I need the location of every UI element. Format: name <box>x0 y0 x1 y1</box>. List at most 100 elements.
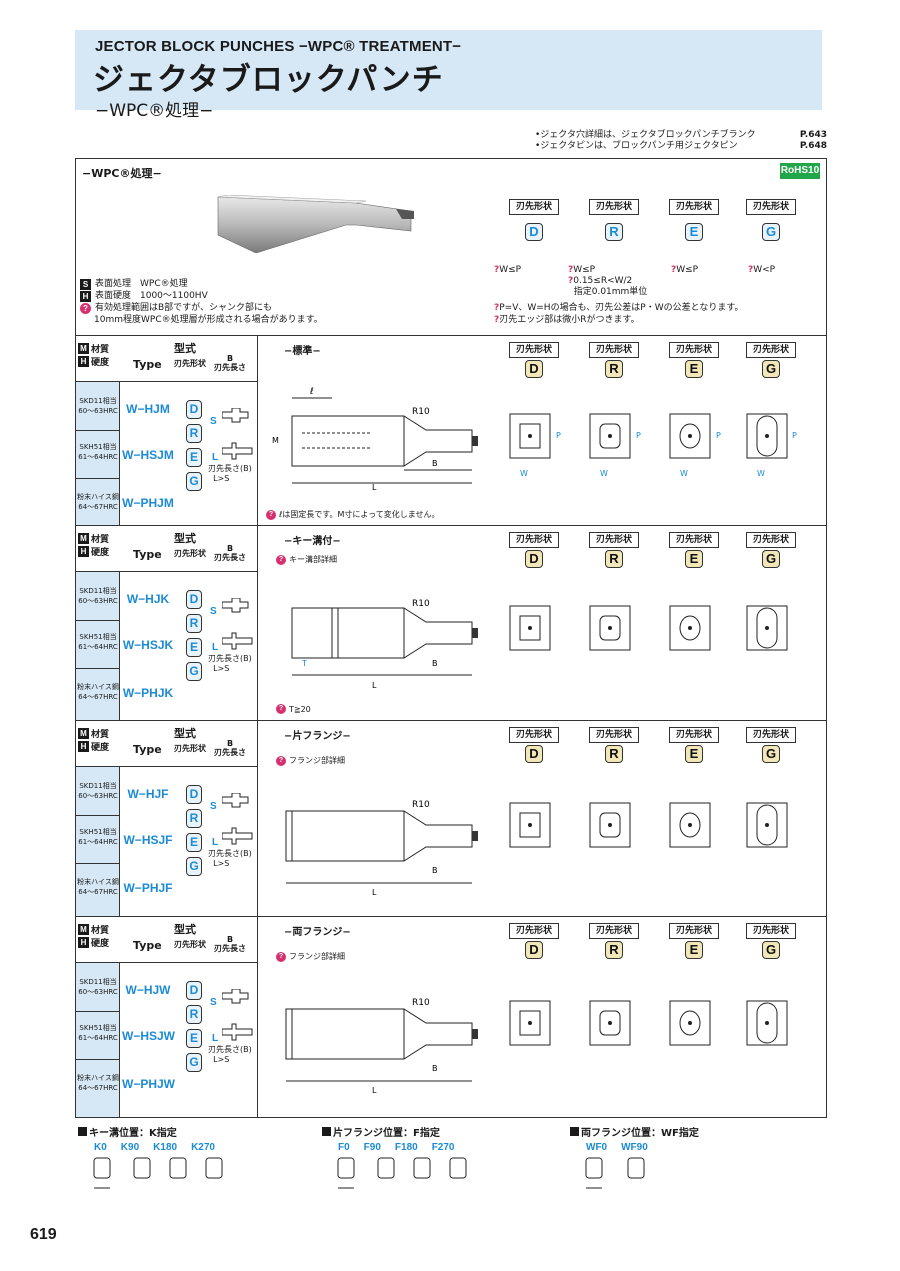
shape-e: E <box>186 448 202 467</box>
hint-icon: ? <box>80 303 91 314</box>
hint-icon: ? <box>276 755 286 766</box>
h-icon: H <box>78 546 89 557</box>
svg-text:R10: R10 <box>412 599 430 609</box>
svg-text:W: W <box>600 469 608 478</box>
svg-text:M: M <box>272 436 279 445</box>
page-ref-link[interactable]: P.643 <box>799 130 827 140</box>
double-flange-position: 両フランジ位置：WF指定 WF0 WF90 <box>570 1124 699 1189</box>
product-photo <box>217 195 414 253</box>
shape-d: D <box>525 223 543 241</box>
punch-drawing: R10 B L <box>285 800 478 897</box>
svg-text:W: W <box>520 469 528 478</box>
hint-icon: ? <box>266 509 276 520</box>
code-k180[interactable]: K180 <box>153 1142 178 1153</box>
type-w-hsjf[interactable]: W−HSJF <box>123 833 173 847</box>
subtitle: −WPC®処理− <box>95 101 214 121</box>
h-icon: H <box>78 356 89 367</box>
svg-text:R10: R10 <box>412 998 430 1008</box>
intro-title: −WPC®処理− <box>82 167 162 180</box>
hint-icon: ? <box>276 554 286 565</box>
type-w-hjm[interactable]: W−HJM <box>126 402 170 416</box>
shape-g: G <box>186 472 202 491</box>
code-f270[interactable]: F270 <box>431 1142 455 1153</box>
type-w-hsjk[interactable]: W−HSJK <box>122 638 174 652</box>
code-f180[interactable]: F180 <box>394 1142 418 1153</box>
hint-icon: ? <box>276 951 286 962</box>
type-w-phjm[interactable]: W−PHJM <box>122 496 174 510</box>
svg-text:L: L <box>372 483 377 492</box>
type-w-phjw[interactable]: W−PHJW <box>122 1077 176 1091</box>
cond-r: ?W≤P?0.15≤R<W/2 指定0.01mm単位 <box>568 265 648 297</box>
svg-text:W: W <box>757 469 765 478</box>
code-k270[interactable]: K270 <box>191 1142 215 1153</box>
shape-header-d: 刃先形状 <box>509 199 559 215</box>
svg-text:P: P <box>556 431 561 440</box>
type-w-phjk[interactable]: W−PHJK <box>122 686 174 700</box>
m-icon: M <box>78 533 89 544</box>
type-w-hjf[interactable]: W−HJF <box>127 787 169 801</box>
shape-header-e: 刃先形状 <box>669 199 719 215</box>
key-position: キー溝位置：K指定 K0 K90 K180 K270 <box>78 1124 223 1189</box>
code-f90[interactable]: F90 <box>363 1142 381 1153</box>
tolerance-note-1: ?P=V、W=Hの場合も、刃先公差はP・Wの公差となります。 <box>494 303 744 313</box>
fixed-length-note: ?ℓは固定長です。M寸によって変化しません。 <box>266 509 440 520</box>
type-w-hjk[interactable]: W−HJK <box>126 592 170 606</box>
code-k90[interactable]: K90 <box>120 1142 140 1153</box>
shape-header-r: 刃先形状 <box>589 199 639 215</box>
code-f0[interactable]: F0 <box>338 1142 350 1153</box>
type-w-phjf[interactable]: W−PHJF <box>123 881 173 895</box>
treatment-note-2: 10mm程度WPC®処理層が形成される場合があります。 <box>94 315 323 325</box>
svg-text:B: B <box>432 659 438 668</box>
tolerance-note-2: ?刃先エッジ部は微小Rがつきます。 <box>494 315 640 325</box>
m-icon: M <box>78 728 89 739</box>
svg-text:L: L <box>372 888 377 897</box>
shape-g: G <box>762 223 780 241</box>
code-wf0[interactable]: WF0 <box>586 1142 608 1153</box>
cond-g: ?W<P <box>748 265 776 275</box>
type-w-hsjw[interactable]: W−HSJW <box>122 1029 176 1043</box>
tip-length-icon <box>222 989 253 1041</box>
position-icons <box>585 1157 645 1189</box>
page-ref-link[interactable]: P.648 <box>799 141 827 151</box>
tip-shape-views <box>509 802 788 848</box>
svg-text:L: L <box>372 1086 377 1095</box>
punch-drawing: R10 B L <box>285 998 478 1095</box>
tip-shape-views <box>509 1000 788 1046</box>
svg-text:B: B <box>432 459 438 468</box>
shape-r: R <box>186 424 202 443</box>
s-icon: S <box>80 279 91 290</box>
type-w-hsjm[interactable]: W−HSJM <box>122 448 174 462</box>
svg-text:R10: R10 <box>412 407 430 417</box>
code-wf90[interactable]: WF90 <box>621 1142 648 1153</box>
title-ja: ジェクタブロックパンチ <box>93 62 444 98</box>
code-k0[interactable]: K0 <box>94 1142 107 1153</box>
tip-length-icon <box>222 793 253 845</box>
page-header: JECTOR BLOCK PUNCHES −WPC® TREATMENT− ジェ… <box>75 30 822 121</box>
type-w-hjw[interactable]: W−HJW <box>125 983 171 997</box>
tip-shape-views <box>509 605 788 651</box>
rohs-badge: RoHS10 <box>780 163 820 179</box>
shape-e: E <box>685 223 703 241</box>
svg-text:P: P <box>792 431 797 440</box>
tip-length-icon <box>222 408 253 460</box>
single-flange-position: 片フランジ位置：F指定 F0 F90 F180 F270 <box>322 1124 467 1189</box>
cond-d: ?W≤P <box>494 265 522 275</box>
svg-text:B: B <box>432 1064 438 1073</box>
hint-icon: ? <box>276 704 286 714</box>
svg-text:ℓ: ℓ <box>309 387 314 397</box>
svg-text:B: B <box>432 866 438 875</box>
svg-text:T: T <box>301 659 307 668</box>
title-en: JECTOR BLOCK PUNCHES −WPC® TREATMENT− <box>95 38 462 55</box>
